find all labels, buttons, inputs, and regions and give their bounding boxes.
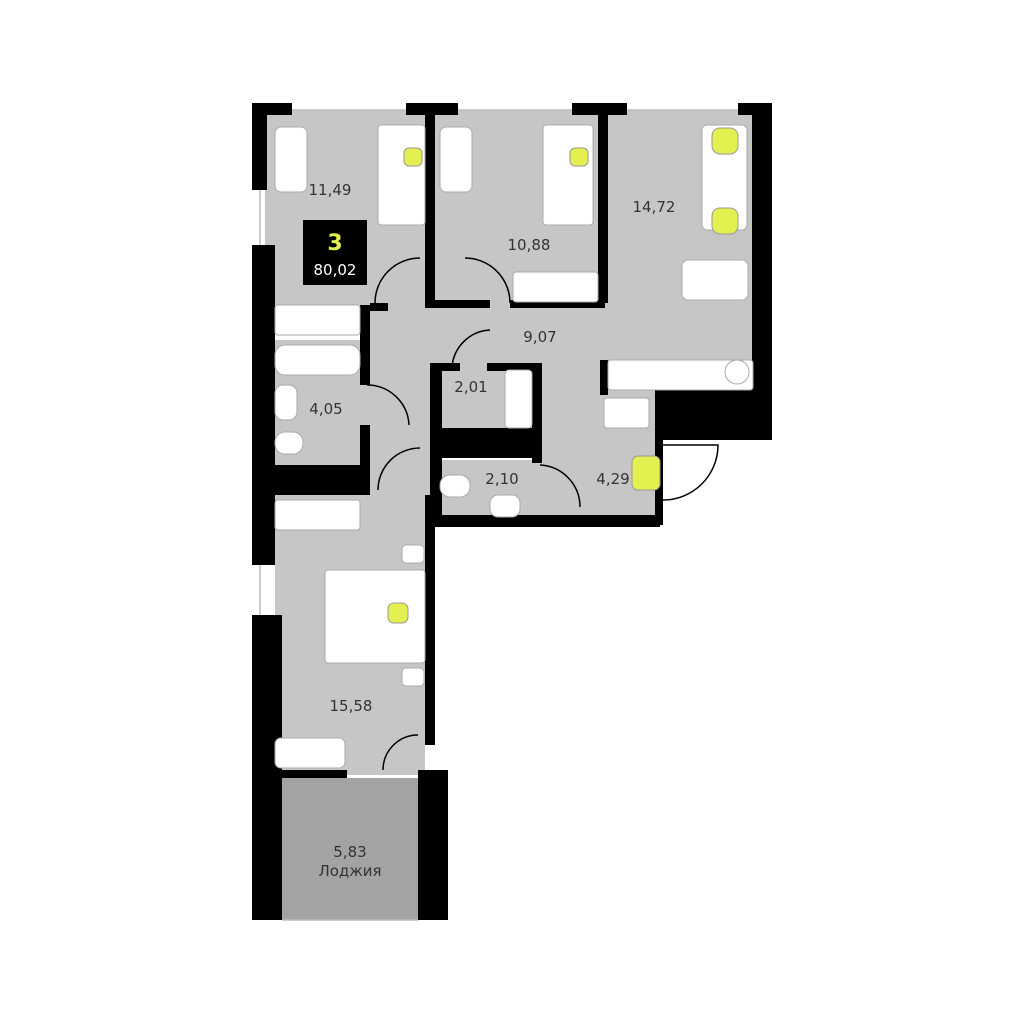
door-master-bedroom[interactable]: [377, 447, 421, 491]
door-bedroom-1[interactable]: [374, 257, 421, 304]
radiator-icon: [512, 271, 599, 303]
pillow-icon: [387, 602, 409, 624]
room-area-bedroom-1: 11,49: [309, 181, 352, 199]
radiator-icon: [603, 397, 650, 429]
washing-machine-icon: [504, 369, 533, 429]
windows: [259, 109, 738, 921]
room-area-hallway: 9,07: [523, 328, 556, 346]
total-area: 80,02: [314, 261, 357, 279]
room-count: 3: [327, 231, 342, 256]
kitchen-counter-icon: [607, 359, 754, 391]
walls: [252, 103, 772, 920]
room-area-loggia: 5,83: [333, 843, 366, 861]
door-storage[interactable]: [451, 329, 491, 369]
radiator-icon: [274, 304, 361, 336]
room-area-master-bedroom: 15,58: [330, 697, 373, 715]
desk-icon: [439, 126, 473, 193]
room-area-wc: 2,10: [485, 470, 518, 488]
toilet-icon: [439, 474, 471, 498]
nightstand-icon: [401, 544, 425, 564]
pillow-icon: [403, 147, 423, 167]
room-area-living: 14,72: [633, 198, 676, 216]
doors: [366, 257, 719, 771]
apartment-summary-badge: 3 80,02: [303, 220, 367, 285]
footprints-icon: [631, 455, 661, 491]
door-bedroom-2[interactable]: [464, 257, 511, 304]
cushion-icon: [711, 207, 739, 235]
door-loggia[interactable]: [382, 734, 419, 771]
bed-icon: [542, 124, 594, 226]
pillow-icon: [569, 147, 589, 167]
washbasin-icon: [489, 494, 521, 518]
washbasin-icon: [274, 384, 298, 421]
room-area-bedroom-2: 10,88: [508, 236, 551, 254]
door-wc[interactable]: [539, 464, 581, 508]
dining-table-icon: [681, 259, 749, 301]
floor-loggia[interactable]: [282, 778, 418, 920]
room-area-bathroom: 4,05: [309, 400, 342, 418]
furniture: [274, 124, 754, 769]
room-name-loggia: Лоджия: [318, 862, 381, 880]
room-labels: 11,49 10,88 14,72 9,07 2,01 4,05 2,10 4,…: [309, 181, 676, 880]
entrance-door[interactable]: [662, 444, 719, 501]
double-bed-icon: [324, 569, 426, 664]
room-area-entrance: 4,29: [596, 470, 629, 488]
bathtub-icon: [274, 344, 361, 376]
floor-hallway[interactable]: [365, 300, 655, 370]
cushion-icon: [711, 127, 739, 155]
door-bathroom[interactable]: [366, 384, 410, 426]
nightstand-icon: [401, 667, 425, 687]
desk-icon: [274, 737, 346, 769]
room-area-storage: 2,01: [454, 378, 487, 396]
sink-icon: [724, 359, 750, 385]
toilet-icon: [274, 431, 304, 455]
desk-icon: [274, 126, 308, 193]
radiator-icon: [274, 499, 361, 531]
bed-icon: [377, 124, 426, 226]
